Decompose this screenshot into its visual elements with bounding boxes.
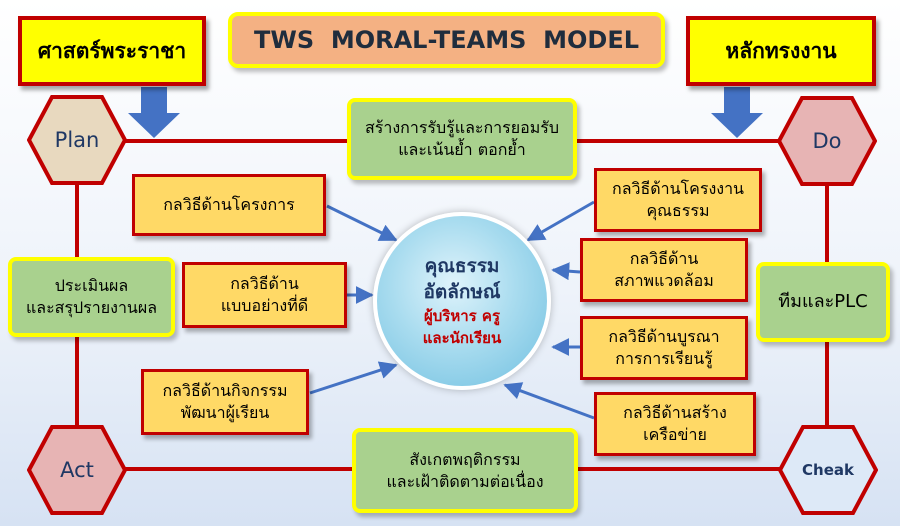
plan-label: Plan [54, 128, 100, 152]
strategy-network-line1: กลวิธีด้านสร้าง [623, 403, 727, 423]
check-label: Cheak [802, 461, 854, 479]
strategy-role-model: กลวิธีด้าน แบบอย่างที่ดี [182, 262, 347, 328]
green-box-team-plc-line1: ทีมและPLC [778, 290, 868, 312]
green-box-observe: สังเกตพฤติกรรม และเฝ้าติดตามต่อเนื่อง [352, 428, 578, 513]
strategy-role-model-line2: แบบอย่างที่ดี [220, 296, 309, 315]
strategy-activities: กลวิธีด้านกิจกรรม พัฒนาผู้เรียน [141, 369, 309, 435]
center-identity: อัตลักษณ์ [423, 281, 501, 304]
green-box-awareness-line1: สร้างการรับรู้และการยอมรับ [364, 118, 560, 138]
center-admin-teacher: ผู้บริหาร ครู [423, 306, 501, 325]
page-title: TWS MORAL-TEAMS MODEL [228, 12, 665, 68]
center-morality: คุณธรรม [424, 254, 500, 277]
strategy-network: กลวิธีด้านสร้าง เครือข่าย [594, 392, 756, 456]
arrow-environment [551, 262, 581, 281]
arrow-activities [309, 361, 398, 395]
down-arrow-right-icon [711, 87, 763, 138]
arrow-moral-projects [526, 200, 595, 242]
strategy-projects: กลวิธีด้านโครงการ [132, 174, 326, 236]
strategy-moral-projects: กลวิธีด้านโครงงาน คุณธรรม [594, 168, 762, 232]
act-hexagon [27, 425, 127, 515]
strategy-environment-line2: สภาพแวดล้อม [614, 271, 714, 290]
strategy-integration-line1: กลวิธีด้านบูรณา [608, 327, 720, 347]
strategy-environment-line1: กลวิธีด้าน [629, 249, 699, 269]
center-circle: คุณธรรม อัตลักษณ์ ผู้บริหาร ครู และนักเร… [373, 212, 551, 390]
center-students: และนักเรียน [422, 328, 502, 347]
strategy-activities-line1: กลวิธีด้านกิจกรรม [162, 381, 288, 401]
arrow-projects [326, 204, 398, 242]
down-arrow-left-icon [128, 87, 180, 138]
green-box-team-plc: ทีมและPLC [756, 262, 890, 342]
arrow-network [503, 382, 595, 420]
green-box-evaluate-line1: ประเมินผล [54, 276, 129, 296]
do-hexagon [777, 96, 877, 186]
strategy-integration: กลวิธีด้านบูรณา การการเรียนรู้ [580, 316, 748, 380]
green-box-awareness-line2: และเน้นย้ำ ตอกย้ำ [398, 140, 526, 159]
green-box-evaluate: ประเมินผล และสรุปรายงานผล [8, 257, 175, 337]
strategy-role-model-line1: กลวิธีด้าน [230, 274, 299, 294]
top-left-label: ศาสตร์พระราชา [18, 16, 206, 86]
green-box-observe-line1: สังเกตพฤติกรรม [409, 449, 521, 469]
strategy-moral-projects-line2: คุณธรรม [646, 201, 710, 220]
green-box-evaluate-line2: และสรุปรายงานผล [25, 298, 158, 317]
green-box-awareness: สร้างการรับรู้และการยอมรับ และเน้นย้ำ ตอ… [347, 98, 577, 180]
act-label: Act [60, 458, 94, 482]
strategy-projects-line1: กลวิธีด้านโครงการ [163, 195, 295, 215]
strategy-moral-projects-line1: กลวิธีด้านโครงงาน [612, 179, 744, 199]
green-box-observe-line2: และเฝ้าติดตามต่อเนื่อง [386, 471, 544, 491]
top-right-label: หลักทรงงาน [686, 16, 876, 86]
plan-hexagon [27, 95, 127, 185]
strategy-environment: กลวิธีด้าน สภาพแวดล้อม [580, 238, 748, 302]
strategy-activities-line2: พัฒนาผู้เรียน [180, 403, 270, 422]
strategy-integration-line2: การการเรียนรู้ [615, 349, 713, 368]
check-hexagon [778, 425, 878, 515]
strategy-network-line2: เครือข่าย [643, 425, 707, 444]
do-label: Do [812, 129, 842, 153]
